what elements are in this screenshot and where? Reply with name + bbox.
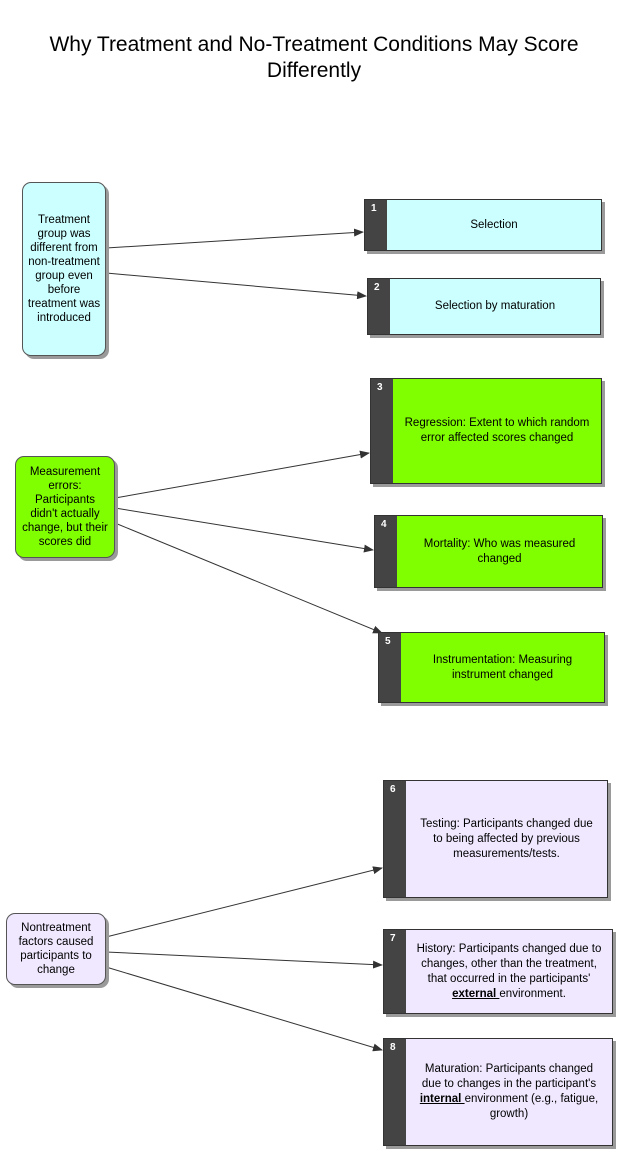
card-number: 3 <box>371 379 393 483</box>
source-nontreatment: Nontreatment factors caused participants… <box>6 913 106 985</box>
source-nontreatment-label: Nontreatment factors caused participants… <box>18 922 94 976</box>
card-mortality: 4 Mortality: Who was measured changed <box>374 515 603 588</box>
source-measurement-label: Measurement errors: Participants didn't … <box>22 466 108 548</box>
arrow-selection-to-1 <box>105 228 364 249</box>
card-text-emphasis: internal <box>419 1093 465 1105</box>
card-instrumentation: 5 Instrumentation: Measuring instrument … <box>378 632 605 703</box>
arrow-selection-to-2 <box>105 272 367 300</box>
card-maturation: 8 Maturation: Participants changed due t… <box>383 1038 613 1146</box>
arrow-measurement-to-5 <box>114 522 383 634</box>
card-text-pre: Maturation: Participants changed due to … <box>421 1063 597 1090</box>
arrow-measurement-to-4 <box>114 507 374 553</box>
card-number: 8 <box>384 1039 406 1145</box>
card-selection-by-maturation: 2 Selection by maturation <box>367 278 601 335</box>
card-history: 7 History: Participants changed due to c… <box>383 929 613 1014</box>
arrow-nontreatment-to-7 <box>105 951 383 969</box>
card-text: Testing: Participants changed due to bei… <box>420 817 593 860</box>
card-text: Instrumentation: Measuring instrument ch… <box>432 653 573 681</box>
card-testing: 6 Testing: Participants changed due to b… <box>383 780 608 898</box>
arrow-nontreatment-to-6 <box>105 866 383 938</box>
card-text: Selection <box>470 218 518 231</box>
card-text: Regression: Extent to which random error… <box>404 417 590 444</box>
card-text-post: environment. <box>499 987 566 1000</box>
card-text: Mortality: Who was measured changed <box>423 537 576 565</box>
card-number: 5 <box>379 633 401 702</box>
card-number: 4 <box>375 516 397 587</box>
arrow-measurement-to-3 <box>114 450 370 499</box>
card-text: Maturation: Participants changed due to … <box>414 1062 604 1122</box>
card-text: History: Participants changed due to cha… <box>414 942 604 1002</box>
card-number: 1 <box>365 200 387 250</box>
card-text-post: environment (e.g., fatigue, growth) <box>464 1093 599 1120</box>
source-selection-label: Treatment group was different from non-t… <box>27 214 101 324</box>
diagram-title: Why Treatment and No-Treatment Condition… <box>49 33 579 82</box>
card-text: Selection by maturation <box>434 300 556 312</box>
card-number: 6 <box>384 781 406 897</box>
card-text-pre: History: Participants changed due to cha… <box>416 942 602 985</box>
card-regression: 3 Regression: Extent to which random err… <box>370 378 602 484</box>
source-measurement-errors: Measurement errors: Participants didn't … <box>15 456 115 558</box>
source-selection: Treatment group was different from non-t… <box>22 182 106 356</box>
card-selection: 1 Selection <box>364 199 602 251</box>
card-number: 7 <box>384 930 406 1013</box>
arrow-nontreatment-to-8 <box>105 966 383 1052</box>
card-text-emphasis: external <box>452 987 500 1000</box>
card-number: 2 <box>368 279 390 334</box>
